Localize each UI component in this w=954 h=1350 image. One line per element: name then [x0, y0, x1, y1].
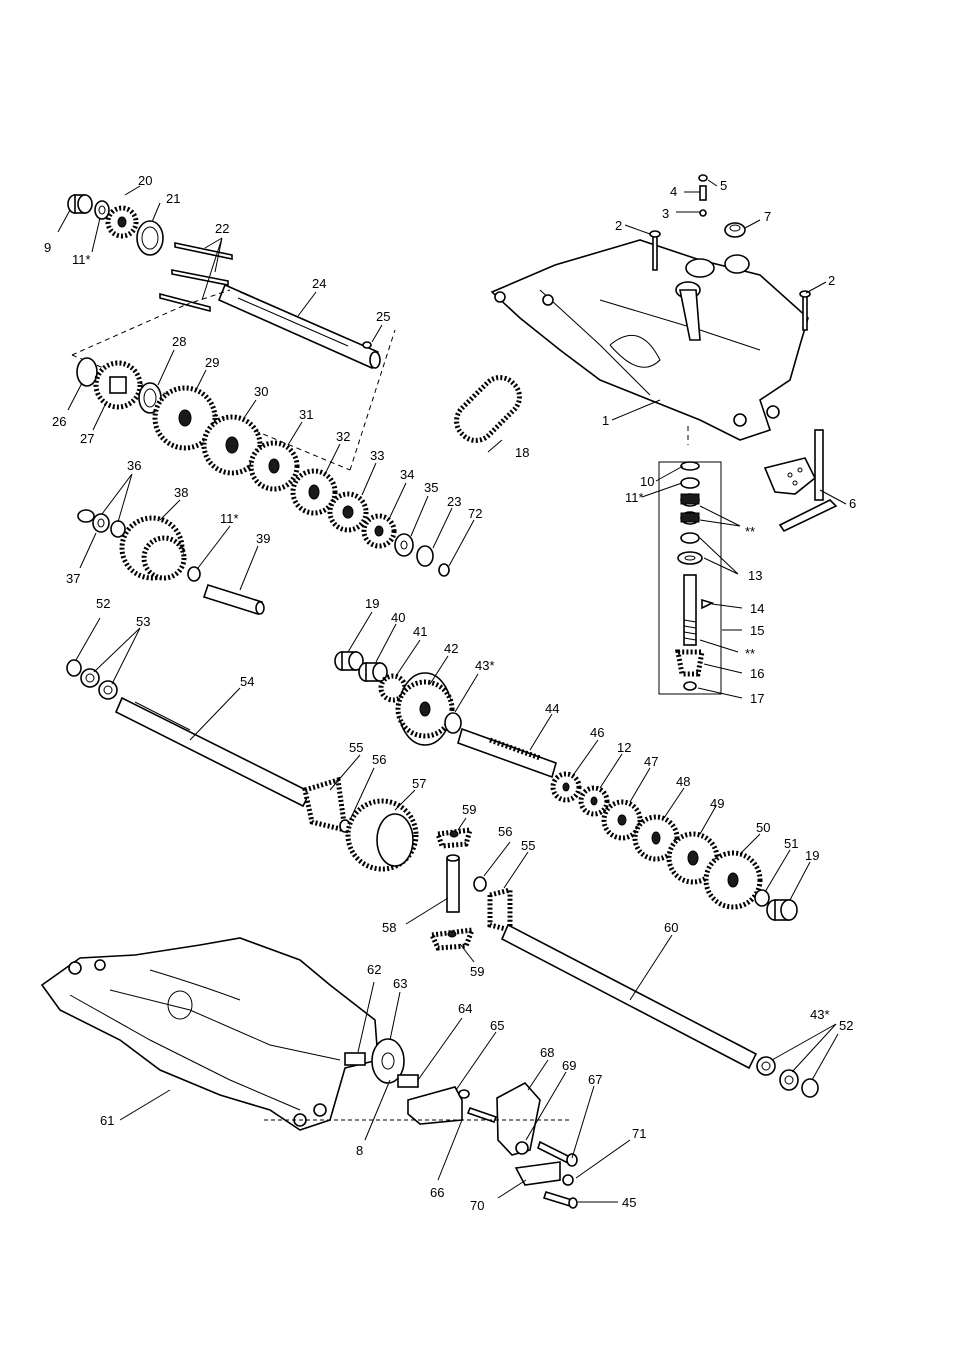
- label-56: 56: [372, 752, 386, 767]
- label-71: 71: [632, 1126, 646, 1141]
- label-55: 55: [349, 740, 363, 755]
- label-64: 64: [458, 1001, 472, 1016]
- label-23: 23: [447, 494, 461, 509]
- label-11: 11*: [72, 252, 91, 267]
- label-46: 46: [590, 725, 604, 740]
- label-70: 70: [470, 1198, 484, 1213]
- label-40: 40: [391, 610, 405, 625]
- label-11: 11*: [625, 490, 644, 505]
- label-43: 43*: [810, 1007, 830, 1022]
- label-34: 34: [400, 467, 414, 482]
- label-56: 56: [498, 824, 512, 839]
- lower-housing: [42, 938, 378, 1130]
- label-35: 35: [424, 480, 438, 495]
- right-axle-group: [502, 925, 818, 1097]
- label-53: 53: [136, 614, 150, 629]
- label-55: 55: [521, 838, 535, 853]
- label-10: 10: [640, 474, 654, 489]
- label-47: 47: [644, 754, 658, 769]
- label-38: 38: [174, 485, 188, 500]
- label-39: 39: [256, 531, 270, 546]
- label-2: 2: [615, 218, 622, 233]
- label-52: 52: [96, 596, 110, 611]
- label-57: 57: [412, 776, 426, 791]
- chain: [449, 370, 527, 448]
- label-1: 1: [602, 413, 609, 428]
- label-69: 69: [562, 1058, 576, 1073]
- label-49: 49: [710, 796, 724, 811]
- label-19: 19: [365, 596, 379, 611]
- vertical-shaft-group: [678, 462, 712, 690]
- label-22: 22: [215, 221, 229, 236]
- label-66: 66: [430, 1185, 444, 1200]
- label-21: 21: [166, 191, 180, 206]
- label-58: 58: [382, 920, 396, 935]
- label-61: 61: [100, 1113, 114, 1128]
- label-6: 6: [849, 496, 856, 511]
- label-30: 30: [254, 384, 268, 399]
- label-59: 59: [462, 802, 476, 817]
- label-12: 12: [617, 740, 631, 755]
- label-15: 15: [750, 623, 764, 638]
- label-62: 62: [367, 962, 381, 977]
- label-48: 48: [676, 774, 690, 789]
- upper-housing: [492, 175, 810, 440]
- label-72: 72: [468, 506, 482, 521]
- label-65: 65: [490, 1018, 504, 1033]
- label-32: 32: [336, 429, 350, 444]
- label-8: 8: [356, 1143, 363, 1158]
- label-4: 4: [670, 184, 677, 199]
- label-52: 52: [839, 1018, 853, 1033]
- label-68: 68: [540, 1045, 554, 1060]
- label-19: 19: [805, 848, 819, 863]
- label-double-star: **: [745, 646, 755, 661]
- label-5: 5: [720, 178, 727, 193]
- label-44: 44: [545, 701, 559, 716]
- label-16: 16: [750, 666, 764, 681]
- label-43: 43*: [475, 658, 495, 673]
- label-14: 14: [750, 601, 764, 616]
- label-13: 13: [748, 568, 762, 583]
- label-7: 7: [764, 209, 771, 224]
- label-20: 20: [138, 173, 152, 188]
- label-37: 37: [66, 571, 80, 586]
- label-41: 41: [413, 624, 427, 639]
- label-33: 33: [370, 448, 384, 463]
- left-axle-group: [67, 660, 350, 832]
- label-double-star: **: [745, 524, 755, 539]
- label-26: 26: [52, 414, 66, 429]
- label-59: 59: [470, 964, 484, 979]
- label-9: 9: [44, 240, 51, 255]
- label-60: 60: [664, 920, 678, 935]
- label-36: 36: [127, 458, 141, 473]
- label-67: 67: [588, 1072, 602, 1087]
- label-17: 17: [750, 691, 764, 706]
- label-42: 42: [444, 641, 458, 656]
- label-63: 63: [393, 976, 407, 991]
- label-31: 31: [299, 407, 313, 422]
- label-54: 54: [240, 674, 254, 689]
- label-27: 27: [80, 431, 94, 446]
- lever-assembly: [765, 430, 836, 531]
- label-24: 24: [312, 276, 326, 291]
- label-2: 2: [828, 273, 835, 288]
- label-28: 28: [172, 334, 186, 349]
- label-29: 29: [205, 355, 219, 370]
- label-50: 50: [756, 820, 770, 835]
- label-11: 11*: [220, 511, 239, 526]
- label-18: 18: [515, 445, 529, 460]
- label-25: 25: [376, 309, 390, 324]
- label-45: 45: [622, 1195, 636, 1210]
- label-3: 3: [662, 206, 669, 221]
- label-51: 51: [784, 836, 798, 851]
